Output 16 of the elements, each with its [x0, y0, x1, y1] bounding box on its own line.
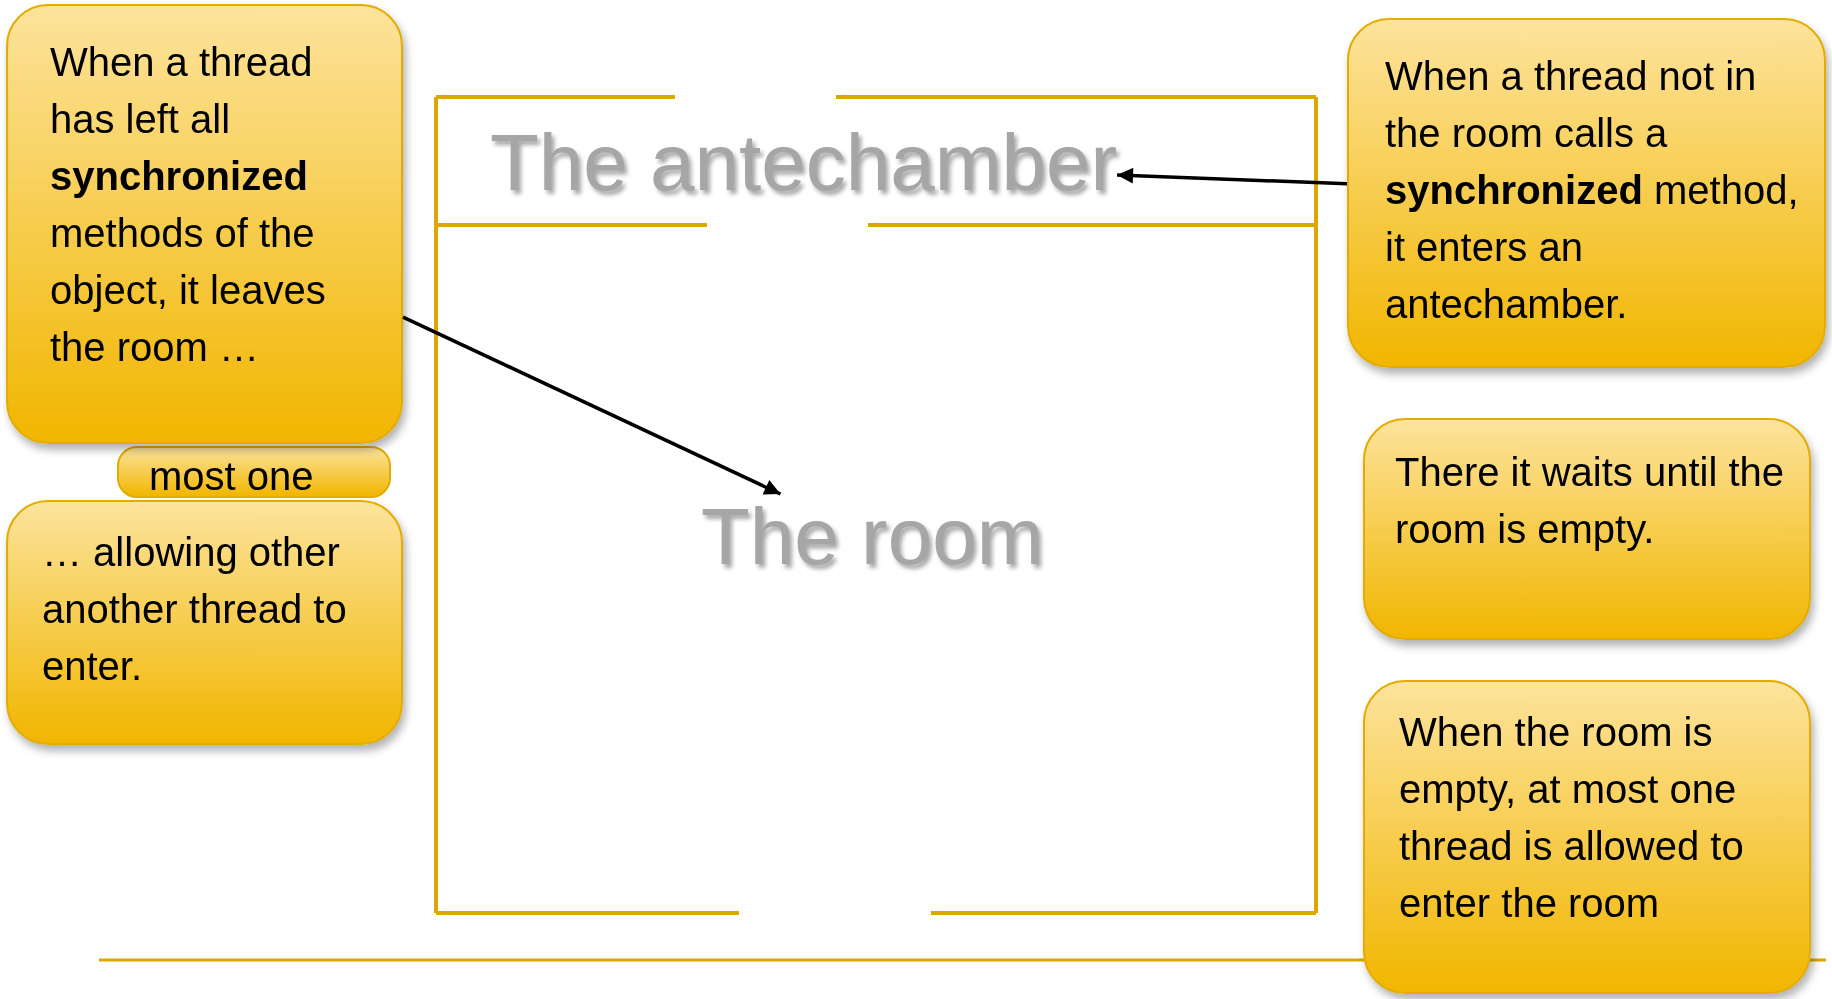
callout-card	[1347, 18, 1826, 368]
room-label: The antechamber	[490, 118, 1118, 208]
callout-text: There it waits until the room is empty.	[1395, 449, 1786, 553]
callout-card	[1363, 680, 1811, 994]
callout-text: When a thread has left all synchronized methods of the object, it leaves the room …	[50, 39, 327, 371]
callout-text: When a thread not in the room calls a synchronized method, it enters an antechamber.	[1385, 53, 1800, 328]
callout-card	[6, 4, 403, 444]
callout-card	[6, 500, 403, 745]
arrow	[402, 315, 782, 496]
callout-text: When the room is empty, at most one thread is allowed to enter the room	[1399, 709, 1745, 927]
callout-card	[1363, 418, 1811, 640]
callout-text: most one	[149, 453, 315, 500]
callout-text: … allowing other another thread to enter.	[42, 529, 348, 690]
stacked-card	[117, 446, 391, 498]
room-label: The room	[701, 494, 1044, 580]
arrow	[1116, 167, 1348, 186]
